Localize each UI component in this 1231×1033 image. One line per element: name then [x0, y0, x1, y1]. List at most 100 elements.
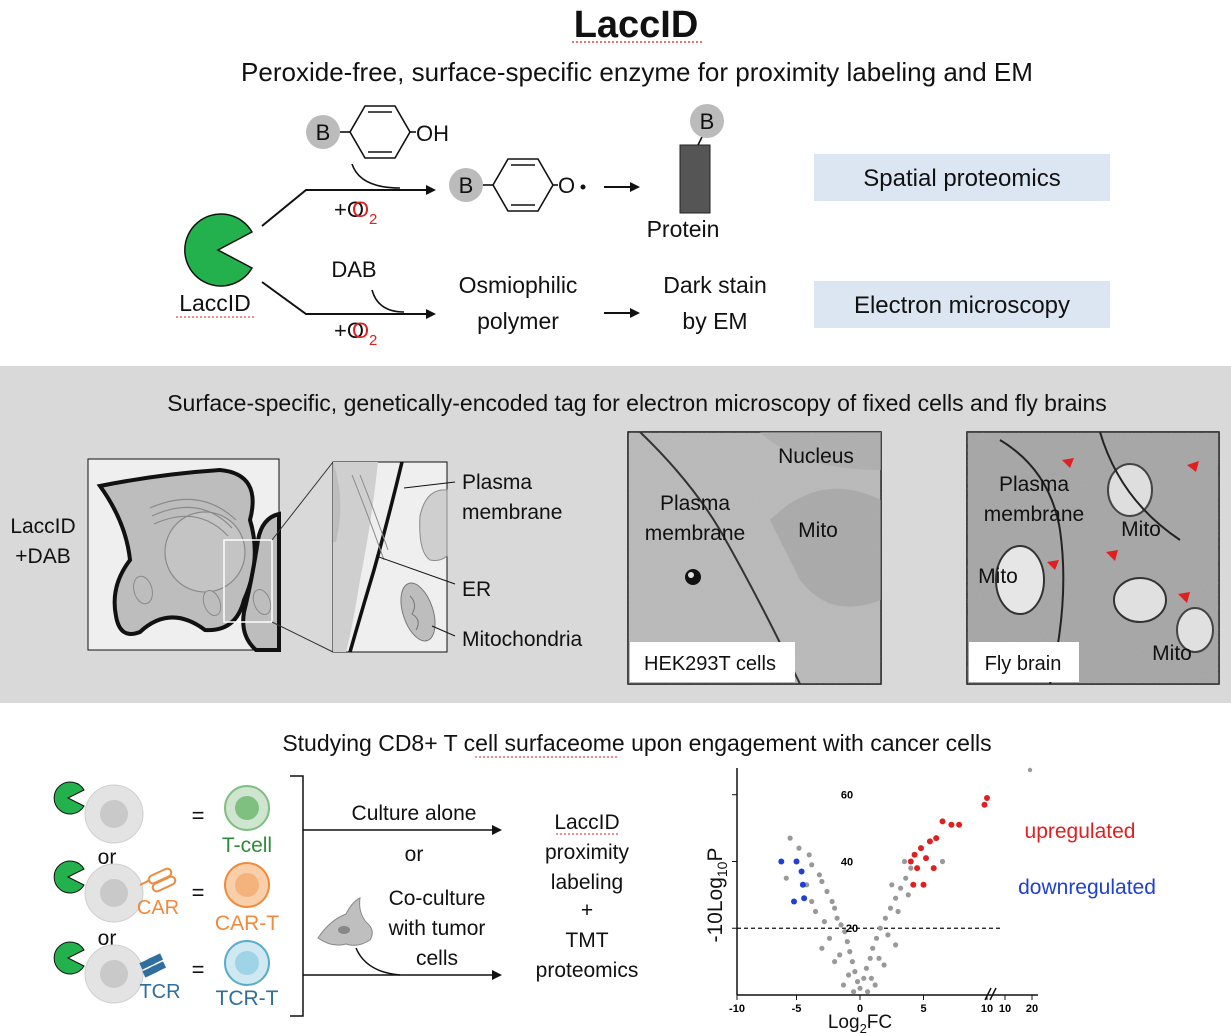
downregulated-point	[801, 895, 808, 902]
hek-mito-label: Mito	[798, 519, 838, 542]
row3-cell-nucleus	[100, 960, 128, 988]
zoom-line-top	[271, 461, 334, 541]
nonsignificant-point	[887, 905, 894, 911]
volcano-y-label: -10Log10P	[704, 848, 730, 943]
protein-biotin-label: B	[700, 109, 715, 134]
fly-caption: Fly brain	[985, 653, 1062, 675]
row2-cell-nucleus	[100, 879, 128, 907]
radical-benzene-ring	[492, 158, 554, 212]
volcano-axis-break-1	[984, 987, 992, 1001]
upregulated-point	[923, 855, 929, 862]
upregulated-point	[910, 881, 917, 888]
nonsignificant-point	[787, 835, 793, 841]
or-mid-label: or	[405, 843, 424, 866]
dab-curved-arrow	[371, 289, 405, 313]
nonsignificant-point	[867, 955, 873, 961]
nonsignificant-point	[847, 949, 853, 955]
plasma-pointer	[403, 481, 456, 489]
nonsignificant-point	[812, 908, 819, 915]
figure-title: LaccID	[574, 4, 699, 46]
tcr-receptor-icon	[139, 953, 167, 978]
inset-nucleus-edge	[333, 462, 341, 542]
substrate-biotin-label: B	[316, 120, 331, 145]
condition-line-1: LaccID	[10, 515, 75, 538]
nonsignificant-point	[816, 872, 823, 878]
fly-mito-label-b: Mito	[978, 565, 1018, 588]
upper-o2-red: O	[352, 197, 369, 222]
inset-plasma-membrane	[348, 461, 404, 653]
tcell-nucleus	[235, 796, 259, 820]
nonsignificant-point	[870, 945, 876, 951]
coculture-line-3: cells	[416, 947, 458, 970]
downregulated-point	[793, 858, 800, 865]
nonsignificant-point	[905, 892, 911, 898]
nonsignificant-point	[806, 852, 812, 858]
y-tick-label: 40	[841, 856, 853, 868]
lower-o2-subscript: 2	[369, 332, 377, 349]
radical-biotin-label: B	[459, 173, 474, 198]
nonsignificant-point	[854, 979, 861, 985]
protein-arrowhead	[630, 182, 640, 192]
nonsignificant-point	[882, 915, 889, 921]
nonsignificant-point	[821, 919, 828, 925]
fly-mito-label-c: Mito	[1152, 642, 1192, 665]
result-line-1: LaccID	[554, 811, 619, 834]
hek-membrane-line	[639, 431, 801, 685]
upregulated-point	[911, 851, 918, 858]
upregulated-point	[981, 801, 988, 808]
nonsignificant-point	[872, 982, 878, 988]
lower-reaction-arrow	[261, 281, 432, 315]
or-label-1: or	[98, 846, 117, 869]
substrate-biotin-circle	[306, 115, 340, 149]
legend-downregulated: downregulated	[1018, 876, 1156, 899]
upregulated-point	[948, 821, 955, 828]
dark-stain-line-1: Dark stain	[663, 272, 767, 298]
osmiophilic-line-2: polymer	[477, 308, 559, 334]
zoom-line-bottom	[271, 621, 334, 653]
row2-enzyme-icon	[53, 860, 85, 894]
er-pointer	[375, 555, 456, 585]
nonsignificant-point	[851, 989, 857, 995]
fly-plasma-line-2: membrane	[984, 503, 1084, 526]
radical-dot	[580, 184, 586, 190]
nonsignificant-point	[819, 878, 825, 885]
tumor-cell-icon	[317, 897, 373, 946]
tcell-label: T-cell	[222, 834, 272, 857]
result-line-4: +	[581, 899, 593, 922]
osmiophilic-line-1: Osmiophilic	[459, 272, 578, 298]
row2-equals: =	[192, 880, 205, 905]
grouping-bracket	[290, 775, 304, 1017]
row1-equals: =	[192, 803, 205, 828]
er-line-3	[153, 515, 229, 537]
nonsignificant-point	[868, 975, 875, 981]
nonsignificant-point	[876, 955, 882, 961]
downregulated-point	[799, 881, 806, 888]
upregulated-point	[984, 795, 990, 801]
x-tick-label: -10	[729, 1003, 745, 1015]
row1-enzyme-icon	[53, 781, 85, 815]
nonsignificant-point	[881, 962, 887, 968]
dark-stain-line-2: by EM	[682, 308, 747, 334]
result-line-2: proximity	[545, 841, 630, 864]
em-panel-heading: Surface-specific, genetically-encoded ta…	[167, 390, 1107, 416]
radical-o-label: O	[558, 173, 575, 198]
electron-microscopy-label: Electron microscopy	[854, 292, 1070, 319]
lower-o2-label: +O	[334, 318, 364, 343]
nonsignificant-point	[857, 985, 863, 991]
nonsignificant-point	[824, 888, 830, 895]
laccid-enzyme-icon	[184, 213, 254, 287]
upper-o2-label: +O	[334, 197, 364, 222]
er-line-1	[149, 498, 237, 521]
downregulated-point	[778, 858, 785, 865]
mito-cartoon-1	[133, 575, 153, 605]
nonsignificant-point	[844, 939, 850, 945]
legend-upregulated: upregulated	[1025, 820, 1136, 843]
spatial-proteomics-label: Spatial proteomics	[863, 165, 1060, 192]
hek-plasma-line-1: Plasma	[660, 492, 730, 515]
upregulated-point	[918, 845, 924, 852]
nonsignificant-point	[885, 932, 891, 938]
upregulated-point	[907, 858, 914, 865]
result-line-6: proteomics	[536, 959, 639, 982]
